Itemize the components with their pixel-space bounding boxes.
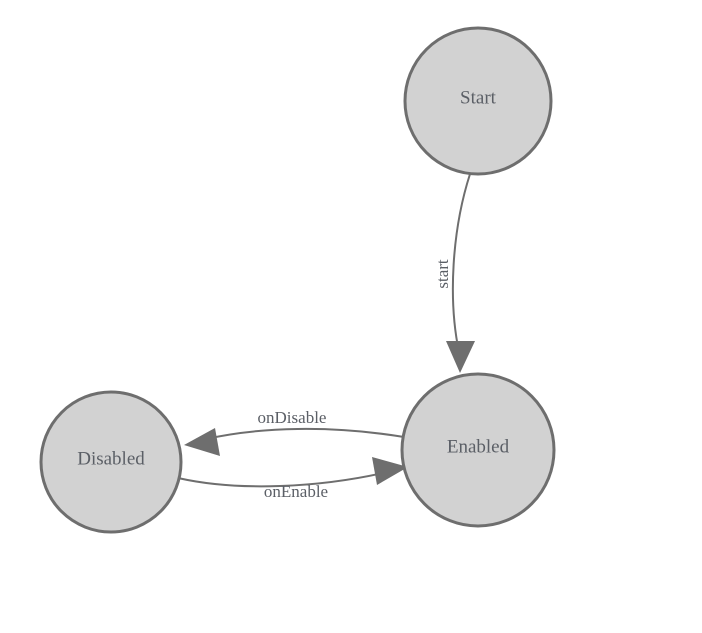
node-enabled[interactable]: Enabled <box>400 372 556 528</box>
edge-enabled-to-disabled-arrowhead-icon <box>184 428 220 456</box>
edge-enabled-to-disabled-path <box>205 427 405 440</box>
edge-disabled-to-enabled-arrowhead-icon <box>372 457 408 485</box>
node-enabled-circle <box>400 372 556 528</box>
node-start[interactable]: Start <box>403 26 553 176</box>
node-enabled-label: Enabled <box>447 436 510 457</box>
node-disabled-label: Disabled <box>77 448 145 469</box>
edge-disabled-to-enabled[interactable]: onEnable <box>177 457 408 501</box>
node-start-label: Start <box>460 87 497 108</box>
node-start-circle <box>403 26 553 176</box>
edge-start-to-enabled-label: start <box>433 259 452 289</box>
node-disabled[interactable]: Disabled <box>39 390 183 534</box>
edge-enabled-to-disabled[interactable]: onDisable <box>184 408 405 456</box>
node-disabled-circle <box>39 390 183 534</box>
edge-start-to-enabled-path <box>451 173 471 353</box>
edge-start-to-enabled[interactable]: start <box>433 173 475 373</box>
edge-enabled-to-disabled-label: onDisable <box>258 408 327 427</box>
edge-disabled-to-enabled-label: onEnable <box>264 482 328 501</box>
edge-disabled-to-enabled-path <box>177 472 384 488</box>
edge-start-to-enabled-arrowhead-icon <box>446 341 475 373</box>
